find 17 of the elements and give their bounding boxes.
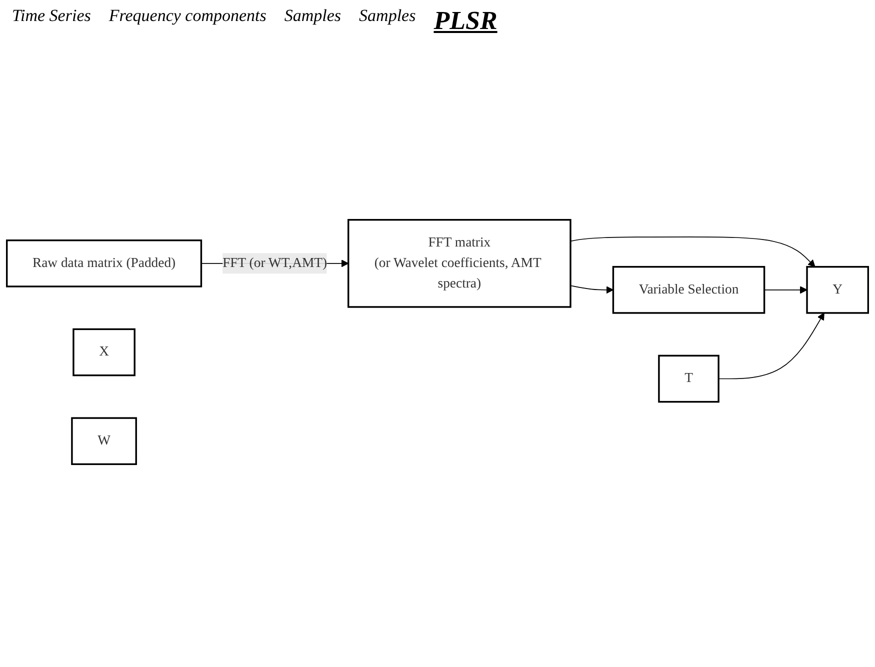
arrow xyxy=(764,286,808,294)
node-box: T xyxy=(658,354,720,403)
axis-label: Samples xyxy=(284,6,342,27)
axis-label: Frequency components xyxy=(108,6,266,27)
node-box: Y xyxy=(806,266,869,314)
axis-label: Time Series xyxy=(12,6,91,27)
node-box: W xyxy=(71,417,137,466)
edge-label: FFT (or WT,AMT) xyxy=(222,256,327,270)
node-box: X xyxy=(72,328,136,376)
node-box: Variable Selection xyxy=(612,266,766,314)
arrow xyxy=(718,312,824,380)
section-heading: PLSR xyxy=(434,6,498,36)
node-box: Raw data matrix (Padded) xyxy=(6,239,202,288)
node-box: FFT matrix (or Wavelet coefficients, AMT spectra) xyxy=(348,218,572,308)
arrow xyxy=(570,236,816,268)
axis-label: Samples xyxy=(359,6,416,27)
arrow xyxy=(570,285,614,294)
